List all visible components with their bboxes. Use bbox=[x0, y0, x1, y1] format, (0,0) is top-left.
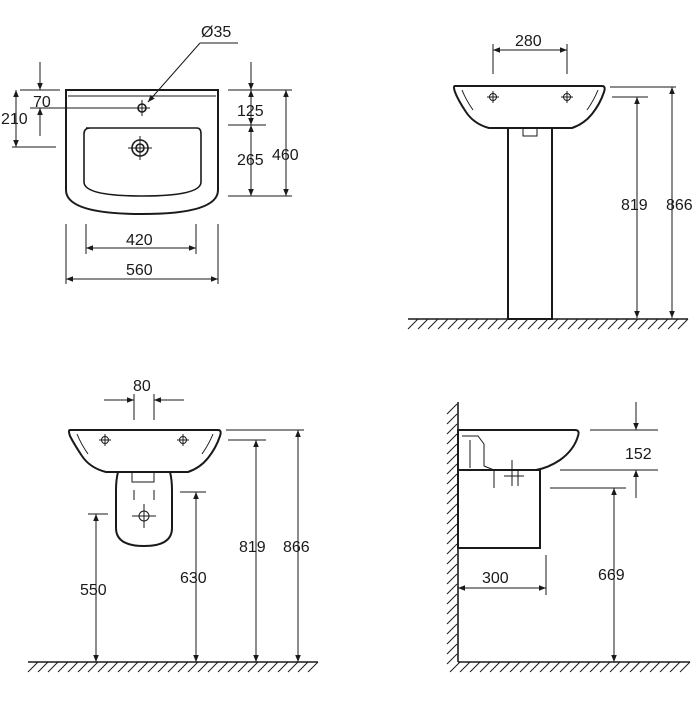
wall-hatch bbox=[446, 403, 458, 665]
semi-pedestal-side bbox=[457, 469, 541, 549]
dim-125-label: 125 bbox=[237, 103, 264, 120]
dim-210-label: 210 bbox=[1, 111, 28, 128]
dim-819-label: 819 bbox=[239, 539, 266, 556]
floor-hatch bbox=[27, 661, 319, 673]
dim-669-label: 669 bbox=[598, 567, 625, 584]
tap-hole-diameter-label: Ø35 bbox=[201, 24, 231, 41]
dim-550-label: 550 bbox=[80, 582, 107, 599]
dim-300-label: 300 bbox=[482, 570, 509, 587]
pedestal-column bbox=[507, 127, 553, 320]
basin-side-profile bbox=[457, 429, 580, 471]
dim-265-label: 265 bbox=[237, 152, 264, 169]
dim-866-label: 866 bbox=[666, 197, 693, 214]
dim-70-label: 70 bbox=[33, 94, 51, 111]
dim-280-label: 280 bbox=[515, 33, 542, 50]
floor-hatch bbox=[449, 661, 691, 673]
basin-front-pedestal bbox=[453, 85, 606, 129]
basin-front-semi bbox=[68, 429, 222, 473]
dim-630-label: 630 bbox=[180, 570, 207, 587]
dim-866-label: 866 bbox=[283, 539, 310, 556]
basin-bowl-plan bbox=[83, 127, 202, 197]
dim-152-label: 152 bbox=[625, 446, 652, 463]
floor-hatch bbox=[407, 318, 689, 330]
dim-80-label: 80 bbox=[133, 378, 151, 395]
semi-pedestal-front-view: 80 550 630 819 866 bbox=[27, 378, 319, 673]
semi-pedestal-side-view: 152 669 300 bbox=[446, 402, 691, 673]
pedestal-view: 280 819 866 bbox=[407, 33, 693, 330]
dim-560-label: 560 bbox=[126, 262, 153, 279]
dim-420-label: 420 bbox=[126, 232, 153, 249]
dim-819-label: 819 bbox=[621, 197, 648, 214]
top-view: Ø35 70 210 125 265 460 420 560 bbox=[1, 24, 299, 284]
dim-460-label: 460 bbox=[272, 147, 299, 164]
